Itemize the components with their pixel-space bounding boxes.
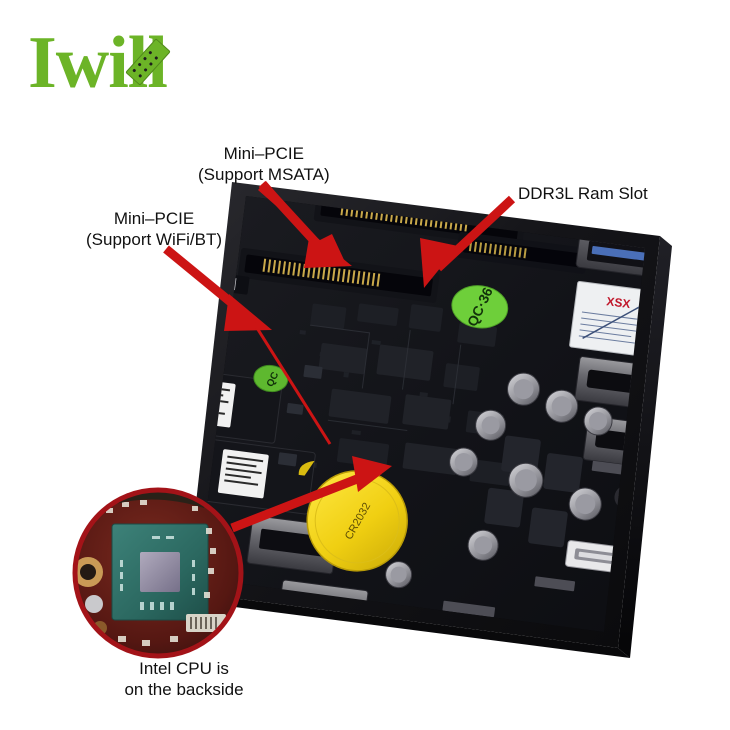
callout-label-wifi: Mini–PCIE (Support WiFi/BT) bbox=[86, 208, 222, 250]
callout-arrows bbox=[163, 180, 516, 533]
callout-label-cpu: Intel CPU is on the backside bbox=[108, 658, 260, 700]
arrow-msata bbox=[258, 180, 352, 268]
arrow-cpu bbox=[230, 456, 392, 533]
callout-cpu-line1: Intel CPU is bbox=[139, 659, 229, 678]
arrow-ddr3l bbox=[420, 195, 516, 288]
smd-component-field bbox=[277, 303, 512, 511]
cpu-inset bbox=[72, 487, 244, 659]
arrow-wifi bbox=[163, 245, 272, 331]
callout-wifi-line1: Mini–PCIE bbox=[113, 209, 195, 228]
cmos-battery: CR2032 bbox=[298, 460, 408, 572]
qc-sticker-large: QC·36 bbox=[451, 285, 509, 329]
callout-ddr3l-line1: DDR3L Ram Slot bbox=[518, 184, 648, 203]
callout-wifi-line2: (Support WiFi/BT) bbox=[86, 230, 223, 249]
electrolytic-capacitors bbox=[385, 372, 613, 589]
callout-msata-line2: (Support MSATA) bbox=[198, 165, 330, 184]
callout-cpu-line2: on the backside bbox=[124, 680, 244, 699]
callout-msata-line1: Mini–PCIE bbox=[223, 144, 304, 163]
sticker-brand-text: XSX bbox=[606, 294, 632, 311]
arrow-link-line bbox=[250, 319, 332, 445]
brand-logo: Iwill bbox=[28, 26, 228, 116]
antenna-hole-left bbox=[198, 329, 201, 354]
standoff-screw-bottom bbox=[386, 627, 411, 632]
ddr3l-ram-slot bbox=[456, 231, 588, 274]
callout-label-msata: Mini–PCIE (Support MSATA) bbox=[198, 143, 330, 185]
qc-sticker-small: QC bbox=[253, 364, 289, 393]
callout-label-ddr3l: DDR3L Ram Slot bbox=[518, 183, 648, 204]
